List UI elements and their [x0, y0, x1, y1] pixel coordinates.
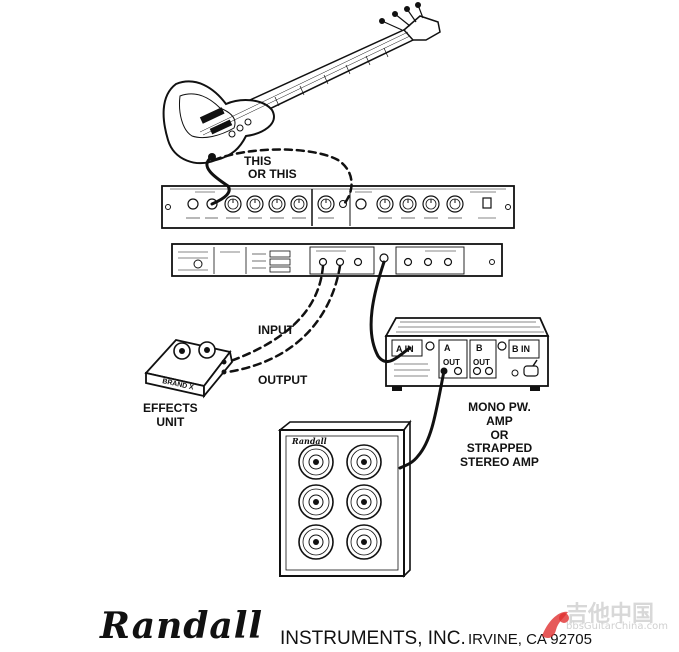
cables — [205, 148, 446, 470]
preamp-front-panel — [161, 185, 515, 229]
this-label: THIS — [244, 154, 272, 168]
randall-logo: Randall — [100, 605, 264, 647]
preamp-rear-panel — [171, 243, 503, 277]
power-amp: A IN A OUT B OUT B IN — [384, 317, 550, 391]
power-amp-label: MONO PW. AMP OR STRAPPED STEREO AMP — [460, 400, 539, 470]
company-location: IRVINE, CA 92705 — [468, 631, 592, 648]
bass-guitar — [162, 2, 441, 165]
svg-text:B IN: B IN — [512, 344, 530, 354]
watermark-logo — [542, 611, 569, 638]
effects-unit: BRAND X — [144, 339, 233, 399]
svg-text:A: A — [444, 343, 451, 353]
company-name: INSTRUMENTS, INC. — [280, 628, 466, 649]
watermark-url: bbsGuitarChina.com — [566, 621, 669, 632]
svg-text:OUT: OUT — [443, 358, 460, 367]
svg-text:Randall: Randall — [291, 436, 327, 446]
watermark-chinese-text: 吉他中国 — [566, 602, 655, 627]
input-label: INPUT — [258, 323, 294, 337]
svg-text:OUT: OUT — [473, 358, 490, 367]
svg-text:A IN: A IN — [396, 344, 414, 354]
svg-text:B: B — [476, 343, 483, 353]
effects-unit-label: EFFECTS UNIT — [143, 401, 198, 429]
speaker-cabinet: Randall — [277, 419, 412, 578]
or-this-label: OR THIS — [248, 167, 297, 181]
output-label: OUTPUT — [258, 373, 308, 387]
